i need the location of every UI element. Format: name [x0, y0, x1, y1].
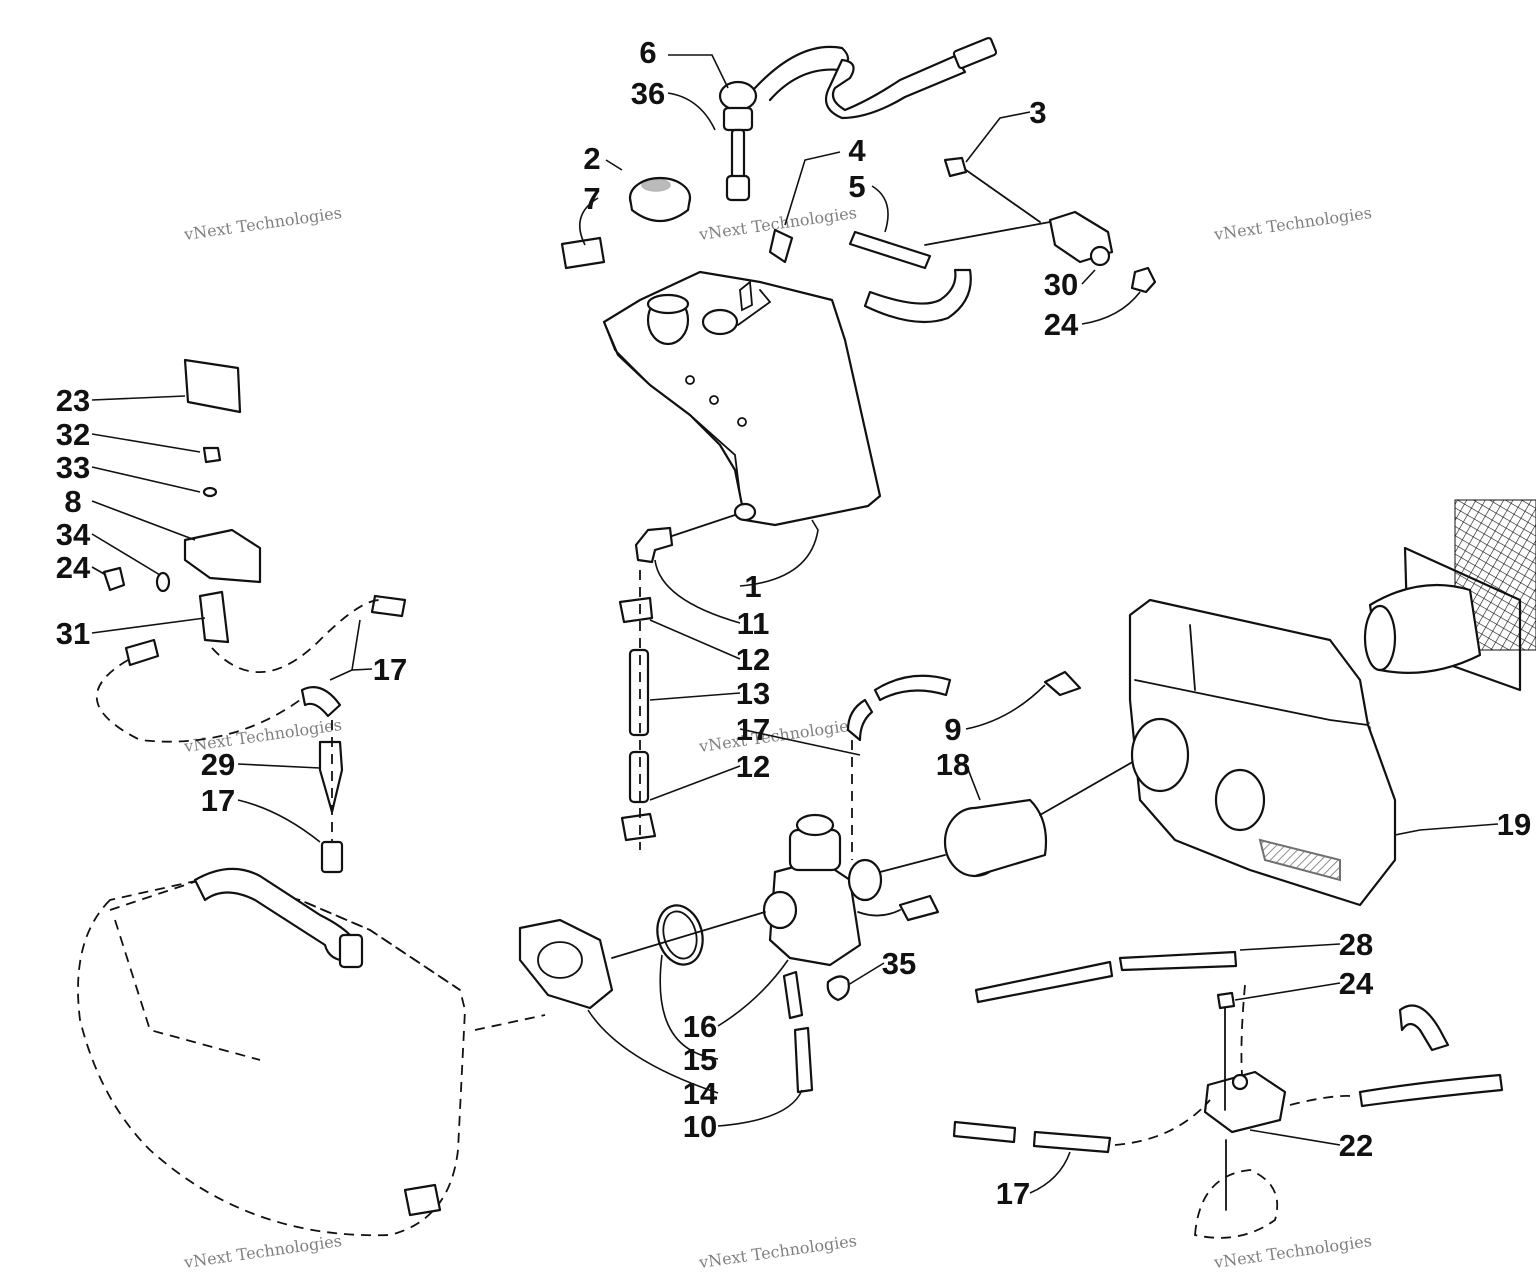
callout-c16: 16 — [683, 1009, 717, 1044]
callout-c6: 6 — [639, 35, 656, 70]
callout-c24c: 24 — [1339, 966, 1374, 1001]
callout-c14: 14 — [683, 1076, 718, 1111]
callout-c10: 10 — [683, 1109, 717, 1144]
callout-c17b: 17 — [736, 712, 770, 747]
vent-hose-5 — [768, 228, 972, 324]
callout-c7: 7 — [583, 181, 600, 216]
watermark-text: vNext Technologies — [697, 1231, 858, 1272]
pump-hoses — [952, 950, 1504, 1154]
callout-c24a: 24 — [1044, 307, 1079, 342]
callout-c19: 19 — [1497, 807, 1531, 842]
callout-c12b: 12 — [736, 749, 770, 784]
fuel-line-fittings — [618, 514, 736, 850]
callout-c4: 4 — [848, 133, 866, 168]
callout-c12a: 12 — [736, 642, 770, 677]
leader-lines — [91, 54, 1499, 1194]
carb-gasket-14 — [518, 918, 614, 1010]
callout-c23: 23 — [56, 383, 90, 418]
fuel-pump-22 — [1194, 991, 1287, 1239]
callout-c30: 30 — [1044, 267, 1078, 302]
watermark-text: vNext Technologies — [182, 1231, 343, 1272]
callout-c18: 18 — [936, 747, 970, 782]
carburetor — [611, 813, 946, 967]
fuel-gauge-sender — [718, 36, 998, 202]
callout-c17d: 17 — [996, 1176, 1030, 1211]
fuel-filter-29 — [300, 686, 344, 874]
callout-c22: 22 — [1339, 1128, 1373, 1163]
callout-c11: 11 — [737, 606, 770, 641]
callout-layer: 6362745330242332338342431171111213171229… — [56, 35, 1531, 1211]
callout-c29: 29 — [201, 747, 235, 782]
callout-c5: 5 — [848, 169, 865, 204]
callout-c35: 35 — [882, 946, 916, 981]
watermark-text: vNext Technologies — [1212, 203, 1373, 244]
watermark-text: vNext Technologies — [182, 203, 343, 244]
decal-7 — [560, 236, 606, 270]
airbox-19 — [1043, 598, 1397, 907]
callout-c17c: 17 — [201, 783, 235, 818]
callout-c8: 8 — [64, 484, 81, 519]
callout-c15: 15 — [683, 1042, 717, 1077]
callout-c3: 3 — [1029, 95, 1046, 130]
callout-c36: 36 — [631, 76, 665, 111]
watermark-text: vNext Technologies — [1212, 1231, 1373, 1272]
callout-c32: 32 — [56, 417, 90, 452]
callout-c33: 33 — [56, 450, 90, 485]
callout-c13: 13 — [736, 676, 770, 711]
callout-c34: 34 — [56, 517, 91, 552]
callout-c28: 28 — [1339, 927, 1373, 962]
callout-c31: 31 — [56, 616, 90, 651]
shutoff-bracket — [96, 358, 407, 743]
fuel-tank — [602, 270, 882, 527]
air-boot-18 — [943, 751, 1151, 878]
engine-outline — [77, 867, 546, 1237]
callout-c9: 9 — [944, 712, 961, 747]
callout-c1: 1 — [744, 569, 761, 604]
callout-c24b: 24 — [56, 550, 91, 585]
intake-silencer — [1363, 499, 1536, 692]
callout-c17a: 17 — [373, 652, 407, 687]
carb-clamp-15 — [656, 904, 704, 966]
tank-cap — [628, 176, 692, 222]
carb-hoses — [782, 674, 952, 1094]
mount-bracket — [924, 156, 1157, 294]
callout-c2: 2 — [583, 141, 600, 176]
